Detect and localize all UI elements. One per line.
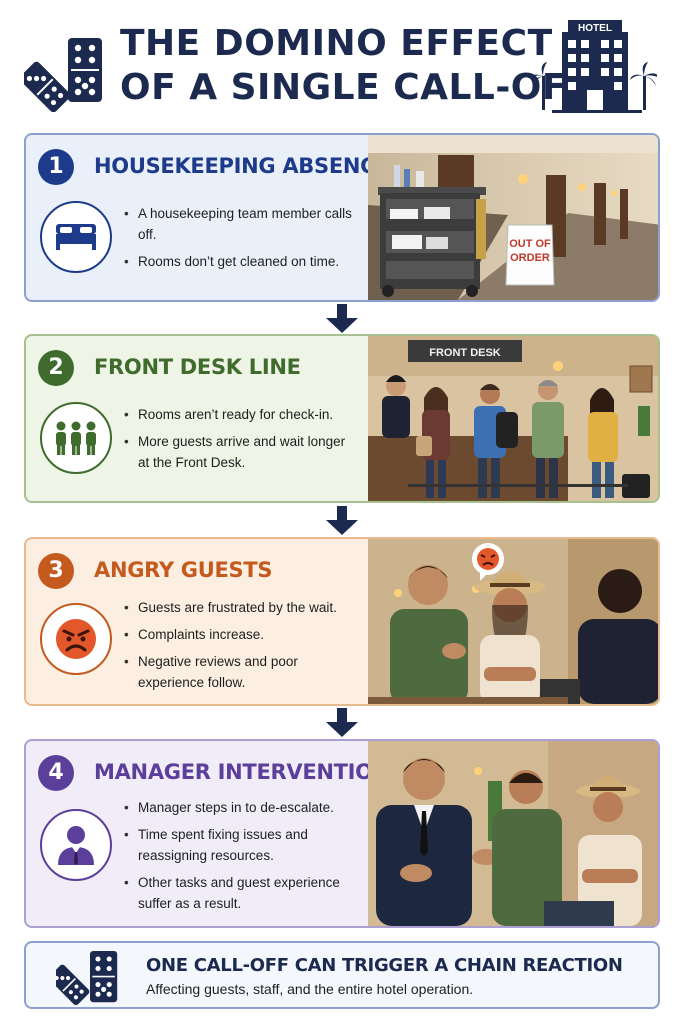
step-text-panel: 2 FRONT DESK LINE Rooms aren’t ready for…	[26, 336, 368, 501]
manager-icon	[40, 809, 112, 881]
step-title: MANAGER INTERVENTION	[94, 760, 391, 784]
step-card-housekeeping: 1 HOUSEKEEPING ABSENCE A housekeeping te…	[24, 133, 660, 302]
domino-icon	[56, 950, 118, 1005]
step-number: 4	[38, 755, 74, 791]
bullet-item: A housekeeping team member calls off.	[124, 203, 358, 245]
angry-guests-photo	[368, 539, 658, 704]
step-number: 1	[38, 149, 74, 185]
down-arrow-icon	[326, 304, 358, 333]
out-of-order-sign-line1: OUT OF	[509, 238, 551, 250]
step-number: 3	[38, 553, 74, 589]
footer-title: ONE CALL-OFF CAN TRIGGER A CHAIN REACTIO…	[146, 955, 623, 976]
hotel-building-icon: HOTEL	[532, 20, 657, 113]
step-bullets: Manager steps in to de-escalate. Time sp…	[124, 797, 358, 920]
step-bullets: A housekeeping team member calls off. Ro…	[124, 203, 358, 278]
bullet-item: Rooms don’t get cleaned on time.	[124, 251, 358, 272]
step-number: 2	[38, 350, 74, 386]
down-arrow-icon	[326, 506, 358, 535]
hallway-photo: OUT OF ORDER	[368, 135, 658, 300]
bullet-item: Guests are frustrated by the wait.	[124, 597, 358, 618]
out-of-order-sign-line2: ORDER	[510, 252, 550, 264]
bullet-item: Rooms aren’t ready for check-in.	[124, 404, 358, 425]
bullet-item: Manager steps in to de-escalate.	[124, 797, 358, 818]
manager-photo	[368, 741, 658, 926]
bullet-item: Negative reviews and poor experience fol…	[124, 651, 358, 693]
people-queue-icon	[40, 402, 112, 474]
footer-banner: ONE CALL-OFF CAN TRIGGER A CHAIN REACTIO…	[24, 941, 660, 1009]
front-desk-photo: FRONT DESK	[368, 336, 658, 501]
step-text-panel: 3 ANGRY GUESTS Guests are frustrated by …	[26, 539, 368, 704]
bullet-item: Other tasks and guest experience suffer …	[124, 872, 358, 914]
bullet-item: Time spent fixing issues and reassigning…	[124, 824, 358, 866]
bullet-item: Complaints increase.	[124, 624, 358, 645]
angry-face-icon	[40, 603, 112, 675]
step-title: HOUSEKEEPING ABSENCE	[94, 154, 390, 178]
step-title: FRONT DESK LINE	[94, 355, 301, 379]
down-arrow-icon	[326, 708, 358, 737]
step-title: ANGRY GUESTS	[94, 558, 273, 582]
front-desk-sign: FRONT DESK	[429, 347, 501, 359]
hotel-sign-text: HOTEL	[578, 23, 612, 34]
step-card-angry-guests: 3 ANGRY GUESTS Guests are frustrated by …	[24, 537, 660, 706]
header: THE DOMINO EFFECT OF A SINGLE CALL-OFF H…	[0, 0, 683, 125]
domino-icon	[24, 37, 103, 112]
step-bullets: Rooms aren’t ready for check-in. More gu…	[124, 404, 358, 479]
title-line-2: OF A SINGLE CALL-OFF	[120, 67, 593, 108]
bullet-item: More guests arrive and wait longer at th…	[124, 431, 358, 473]
step-card-front-desk: 2 FRONT DESK LINE Rooms aren’t ready for…	[24, 334, 660, 503]
step-text-panel: 1 HOUSEKEEPING ABSENCE A housekeeping te…	[26, 135, 390, 300]
step-text-panel: 4 MANAGER INTERVENTION Manager steps in …	[26, 741, 390, 926]
page-title: THE DOMINO EFFECT OF A SINGLE CALL-OFF	[120, 22, 593, 110]
step-card-manager: 4 MANAGER INTERVENTION Manager steps in …	[24, 739, 660, 928]
step-bullets: Guests are frustrated by the wait. Compl…	[124, 597, 358, 699]
bed-icon	[40, 201, 112, 273]
footer-subtitle: Affecting guests, staff, and the entire …	[146, 981, 474, 997]
title-line-1: THE DOMINO EFFECT	[120, 23, 553, 64]
